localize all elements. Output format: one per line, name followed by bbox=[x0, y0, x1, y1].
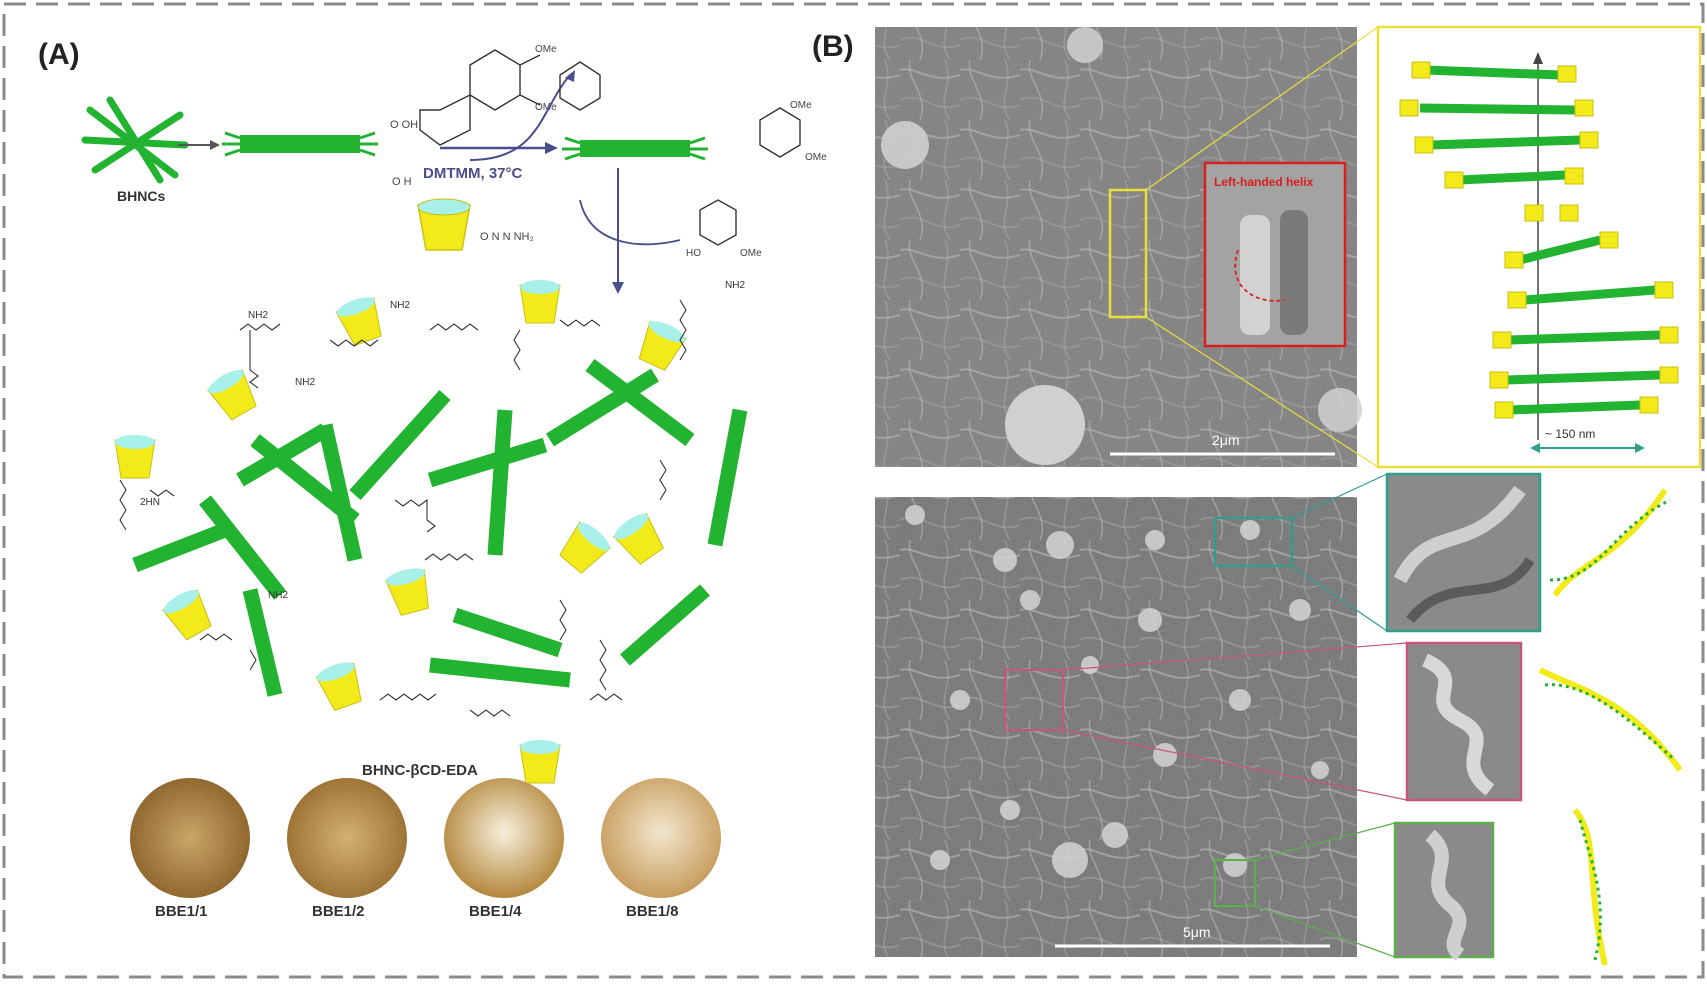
network-cyclodextrins bbox=[114, 280, 687, 784]
chem-nh2-1: NH2 bbox=[248, 310, 268, 321]
network-linkers bbox=[119, 299, 687, 717]
chem-2hn: 2HN bbox=[140, 497, 160, 508]
byproduct-curve bbox=[579, 199, 681, 246]
selection-box-yellow bbox=[1108, 188, 1148, 319]
panel-a: O OH O H OMe OMe DMTMM, 37°C OMe OMe bbox=[81, 44, 827, 898]
reagent-label: DMTMM, 37°C bbox=[423, 165, 522, 182]
arrow-1-head bbox=[210, 140, 220, 150]
scale-label-top: 2μm bbox=[1212, 432, 1240, 448]
helix-rungs bbox=[1419, 65, 1661, 415]
network-nanocrystals bbox=[132, 359, 748, 697]
chem-cho: O H bbox=[392, 176, 412, 188]
chem-nh2-3: NH2 bbox=[725, 280, 745, 291]
curved-arrow-up bbox=[469, 74, 571, 161]
panel-b: Left-handed helix 2μm bbox=[875, 25, 1702, 966]
helix-inset bbox=[1203, 161, 1347, 348]
mini-helix-2 bbox=[1538, 667, 1683, 772]
zoom-line bbox=[1145, 26, 1379, 191]
curved-arrow-up-head bbox=[565, 70, 575, 82]
selection-box-green bbox=[1214, 859, 1256, 907]
sem-particles-bottom bbox=[905, 505, 1329, 878]
nanocrystal-rod-2 bbox=[580, 140, 690, 157]
sample-label-2: BBE1/2 bbox=[312, 903, 365, 920]
panel-label-b: (B) bbox=[812, 30, 854, 63]
morpholine-structure bbox=[559, 61, 601, 111]
rod-1-fringes bbox=[222, 131, 378, 157]
product-label: BHNC-βCD-EDA bbox=[362, 762, 478, 779]
chem-ho: HO bbox=[686, 248, 701, 259]
helix-label: Left-handed helix bbox=[1214, 175, 1314, 189]
chem-ome-2: OMe bbox=[535, 102, 557, 113]
bhncs-label: BHNCs bbox=[117, 188, 166, 204]
helix-schematic-box bbox=[1376, 25, 1702, 469]
selection-box-pink bbox=[1004, 669, 1064, 731]
mini-helix-1 bbox=[1549, 488, 1671, 597]
sample-label-4: BBE1/8 bbox=[626, 903, 679, 920]
chem-nh2-4: NH2 bbox=[295, 377, 315, 388]
chem-ome-5: OMe bbox=[740, 248, 762, 259]
sample-photos bbox=[130, 778, 721, 898]
sem-particle bbox=[881, 121, 929, 169]
chem-cooh: O OH bbox=[390, 119, 418, 131]
main-arrow-head bbox=[545, 142, 558, 154]
triazine-ester-structure bbox=[759, 107, 801, 158]
bhnc-bundle-icon bbox=[81, 96, 189, 184]
panel-label-a: (A) bbox=[38, 38, 80, 71]
down-arrow-head bbox=[612, 282, 624, 294]
scale-label-bottom: 5μm bbox=[1183, 924, 1211, 940]
sem-particle bbox=[1005, 385, 1085, 465]
chem-ome-1: OMe bbox=[535, 44, 557, 55]
helix-cyclodextrins bbox=[1399, 61, 1679, 419]
sample-label-3: BBE1/4 bbox=[469, 903, 522, 920]
rod-2-fringes bbox=[562, 136, 708, 161]
dmtmm-structure bbox=[419, 49, 541, 146]
mini-helix-3 bbox=[1572, 808, 1608, 966]
cyclodextrin-reagent-icon bbox=[417, 198, 471, 251]
selection-box-teal bbox=[1214, 517, 1293, 567]
sem-particle bbox=[1318, 388, 1362, 432]
chem-linker: O N N NH₂ bbox=[480, 231, 534, 243]
byproduct-triazine bbox=[699, 199, 737, 246]
nanocrystal-rod-1 bbox=[240, 135, 360, 153]
sample-label-1: BBE1/1 bbox=[155, 903, 208, 920]
chem-ome-3: OMe bbox=[790, 100, 812, 111]
helix-width-label: ~ 150 nm bbox=[1545, 427, 1595, 441]
sem-particle bbox=[1067, 27, 1103, 63]
chem-ome-4: OMe bbox=[805, 152, 827, 163]
zoom-line bbox=[1145, 316, 1379, 468]
chem-nh2-5: NH2 bbox=[268, 590, 288, 601]
chem-nh2-2: NH2 bbox=[390, 300, 410, 311]
helix-curve bbox=[1234, 249, 1286, 302]
